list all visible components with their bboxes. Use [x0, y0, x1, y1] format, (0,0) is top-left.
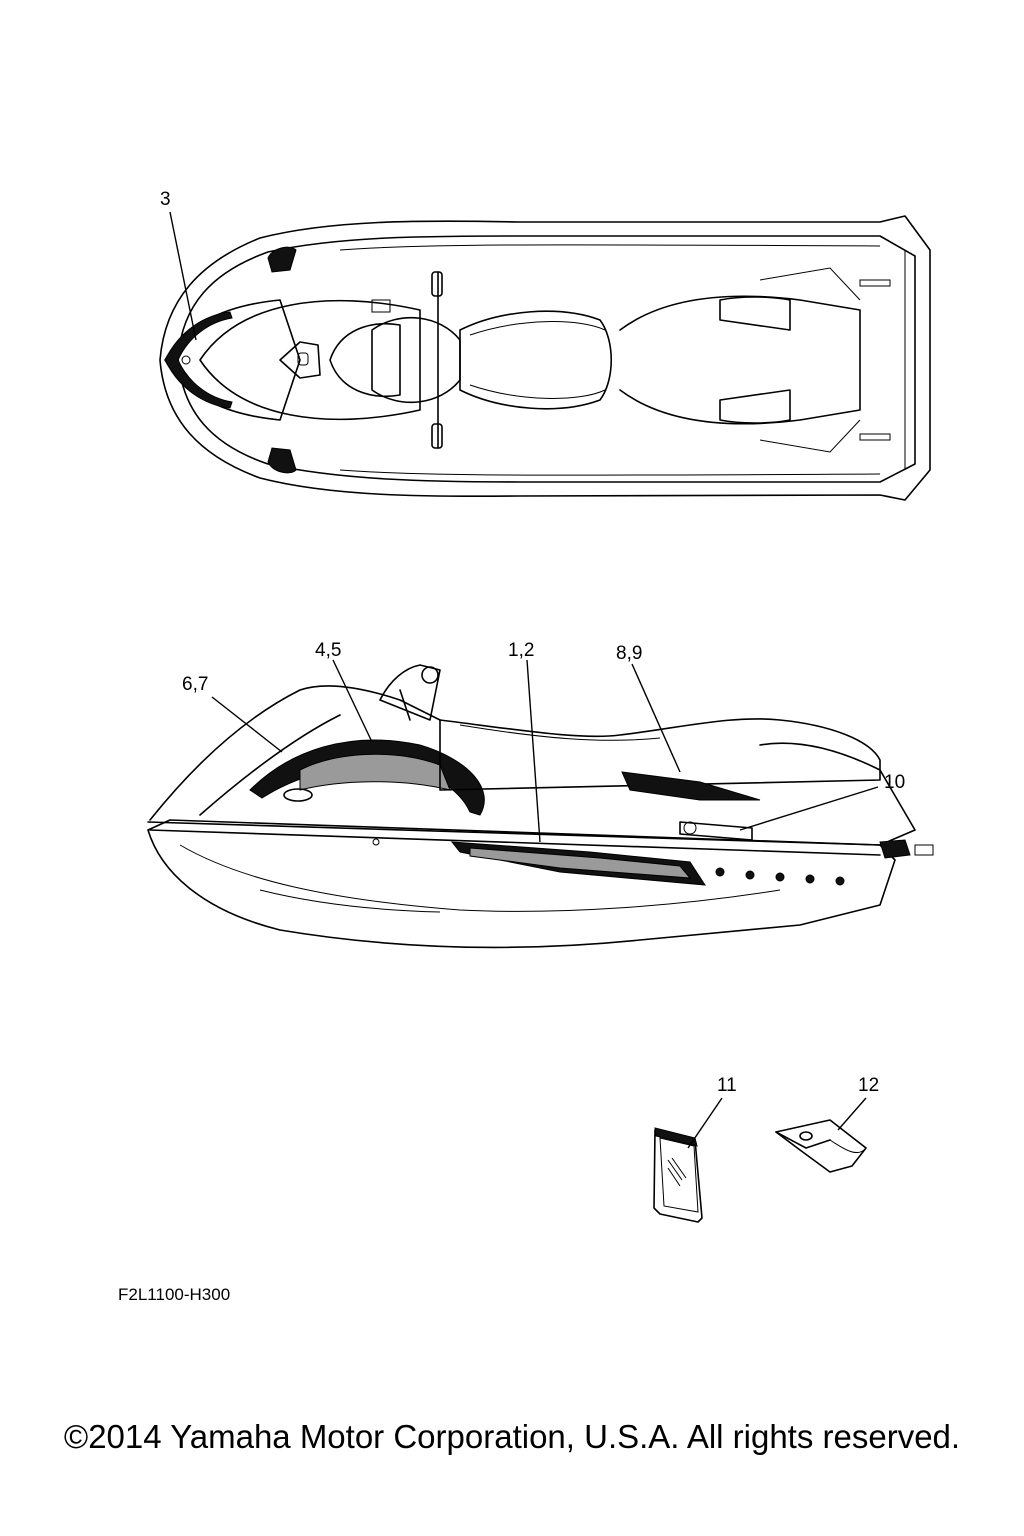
- callout-4-5: 4,5: [315, 640, 341, 661]
- pouch-part-11: [653, 1127, 703, 1223]
- callout-8-9: 8,9: [616, 643, 642, 664]
- callout-1-2: 1,2: [508, 640, 534, 661]
- figure-code: F2L1100-H300: [118, 1285, 230, 1304]
- side-view-watercraft: [147, 664, 934, 949]
- callout-11: 11: [717, 1075, 737, 1096]
- copyright-notice: ©2014 Yamaha Motor Corporation, U.S.A. A…: [63, 1418, 961, 1455]
- case-part-12: [775, 1119, 867, 1173]
- top-view-watercraft: [159, 215, 931, 501]
- callout-3: 3: [160, 189, 171, 210]
- callout-10: 10: [884, 772, 905, 793]
- callout-6-7: 6,7: [182, 674, 208, 695]
- callout-12: 12: [858, 1075, 879, 1096]
